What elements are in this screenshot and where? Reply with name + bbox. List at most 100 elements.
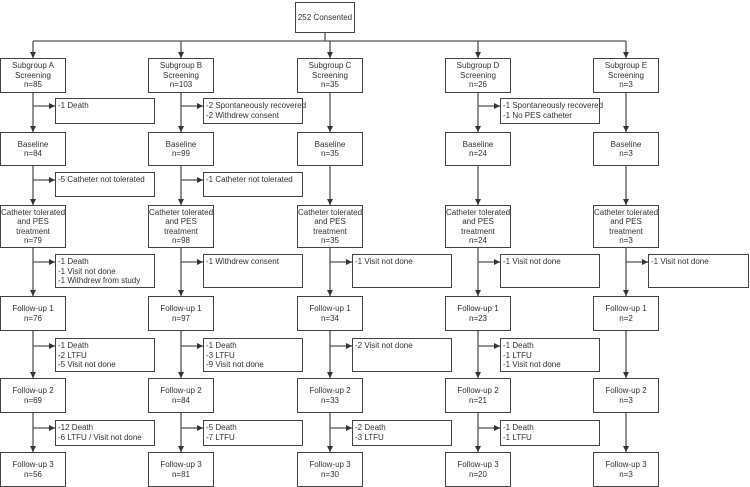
box-text-line: n=2	[619, 313, 633, 323]
box-text-line: and PES	[462, 217, 494, 226]
subgroup-a-exclusion-box: -1 Death-2 LTFU-5 Visit not done	[55, 338, 155, 372]
arrowhead-icon	[30, 199, 36, 205]
box-text-line: n=3	[619, 395, 633, 405]
exclusion-text-line: -1 Death	[58, 341, 89, 350]
box-text-line: Follow-up 2	[12, 386, 54, 395]
exclusion-text-line: -1 Visit not done	[355, 257, 413, 266]
arrowhead-icon	[494, 103, 500, 109]
arrowhead-icon	[327, 52, 333, 58]
box-text-line: n=103	[169, 80, 193, 90]
arrowhead-icon	[623, 290, 629, 296]
arrowhead-icon	[178, 199, 184, 205]
exclusion-text-line: -1 Withdrew from study	[58, 276, 141, 285]
arrowhead-icon	[30, 126, 36, 132]
box-text-line: Follow-up 1	[605, 304, 647, 313]
box-text-line: treatment	[164, 226, 198, 236]
exclusion-text-line: -1 Death	[503, 423, 534, 432]
box-text-line: Subgroup D	[456, 61, 500, 71]
exclusion-text-line: -6 LTFU / Visit not done	[58, 432, 142, 442]
subgroup-d-exclusion-box: -1 Death-1 LTFU-1 Visit not done	[500, 338, 600, 372]
arrowhead-icon	[178, 126, 184, 132]
box-text-line: Catheter tolerated	[0, 207, 66, 217]
box-text-line: Follow-up 2	[309, 386, 351, 395]
exclusion-text-line: -1 Visit not done	[58, 266, 116, 276]
box-text-line: Follow-up 2	[605, 386, 647, 395]
box-text-line: n=33	[320, 395, 340, 405]
box-text-line: Screening	[311, 70, 349, 80]
box-text-line: n=23	[468, 313, 488, 323]
subgroup-e-exclusion-box: -1 Visit not done	[648, 254, 749, 288]
box-text-line: n=3	[619, 80, 633, 90]
box-text-line: Baseline	[165, 139, 197, 149]
arrowhead-icon	[623, 446, 629, 452]
subgroup-c-exclusion-box: -1 Visit not done	[352, 254, 452, 288]
exclusion-text-line: -12 Death	[58, 423, 94, 432]
box-text-line: Baseline	[610, 139, 642, 149]
box-text-line: Subgroup C	[308, 61, 352, 71]
consented-box: 252 Consented	[295, 2, 355, 33]
box-text-line: Follow-up 1	[12, 304, 54, 313]
arrowhead-icon	[346, 425, 352, 431]
exclusion-text-line: -3 LTFU	[355, 432, 384, 442]
box-text-line: and PES	[17, 217, 49, 226]
box-text-line: Follow-up 1	[309, 304, 351, 313]
box-text-line: and PES	[314, 217, 346, 226]
box-text-line: Baseline	[314, 139, 346, 149]
box-text-line: n=84	[23, 149, 43, 158]
box-text-line: Screening	[459, 70, 497, 80]
box-text-line: treatment	[609, 226, 643, 236]
subgroup-a-exclusion-box: -12 Death-6 LTFU / Visit not done	[55, 420, 155, 446]
exclusion-text-line: -2 Visit not done	[355, 341, 413, 350]
exclusion-text-line: -3 LTFU	[206, 350, 235, 360]
box-text-line: Screening	[607, 70, 645, 80]
arrowhead-icon	[327, 290, 333, 296]
exclusion-text-line: -1 Death	[206, 341, 237, 350]
exclusion-text-line: -1 LTFU	[503, 432, 532, 442]
arrowhead-icon	[623, 126, 629, 132]
arrowhead-icon	[494, 259, 500, 265]
box-text-line: Follow-up 1	[457, 304, 499, 313]
arrowhead-icon	[475, 446, 481, 452]
arrowhead-icon	[327, 372, 333, 378]
box-text-line: n=26	[468, 80, 488, 90]
subgroup-c-exclusion-box: -2 Visit not done	[352, 338, 452, 372]
box-text-line: n=99	[171, 149, 191, 158]
subgroup-b-exclusion-box: -1 Withdrew consent	[203, 254, 303, 288]
box-text-line: n=24	[468, 236, 488, 245]
box-text-line: n=24	[468, 149, 488, 158]
arrowhead-icon	[197, 259, 203, 265]
exclusion-text-line: -5 Death	[206, 423, 237, 432]
box-text-line: Follow-up 3	[12, 460, 54, 469]
box-text-line: Follow-up 2	[160, 386, 202, 395]
box-text-line: treatment	[313, 226, 347, 236]
arrowhead-icon	[346, 259, 352, 265]
arrowhead-icon	[30, 52, 36, 58]
box-text-line: treatment	[461, 226, 495, 236]
arrowhead-icon	[494, 425, 500, 431]
arrowhead-icon	[49, 425, 55, 431]
exclusion-text-line: -9 Visit not done	[206, 360, 264, 369]
arrowhead-icon	[623, 52, 629, 58]
exclusion-text-line: -1 Visit not done	[503, 360, 561, 369]
box-text-line: n=35	[320, 80, 340, 90]
exclusion-text-line: -1 Spontaneously recovered	[503, 101, 604, 110]
box-text-line: n=3	[619, 236, 633, 245]
exclusion-text-line: -5 Visit not done	[58, 360, 116, 369]
subgroup-b-exclusion-box: -2 Spontaneously recovered-2 Withdrew co…	[203, 98, 307, 124]
exclusion-text-line: -2 Spontaneously recovered	[206, 101, 307, 110]
exclusion-text-line: -1 Visit not done	[651, 257, 709, 266]
